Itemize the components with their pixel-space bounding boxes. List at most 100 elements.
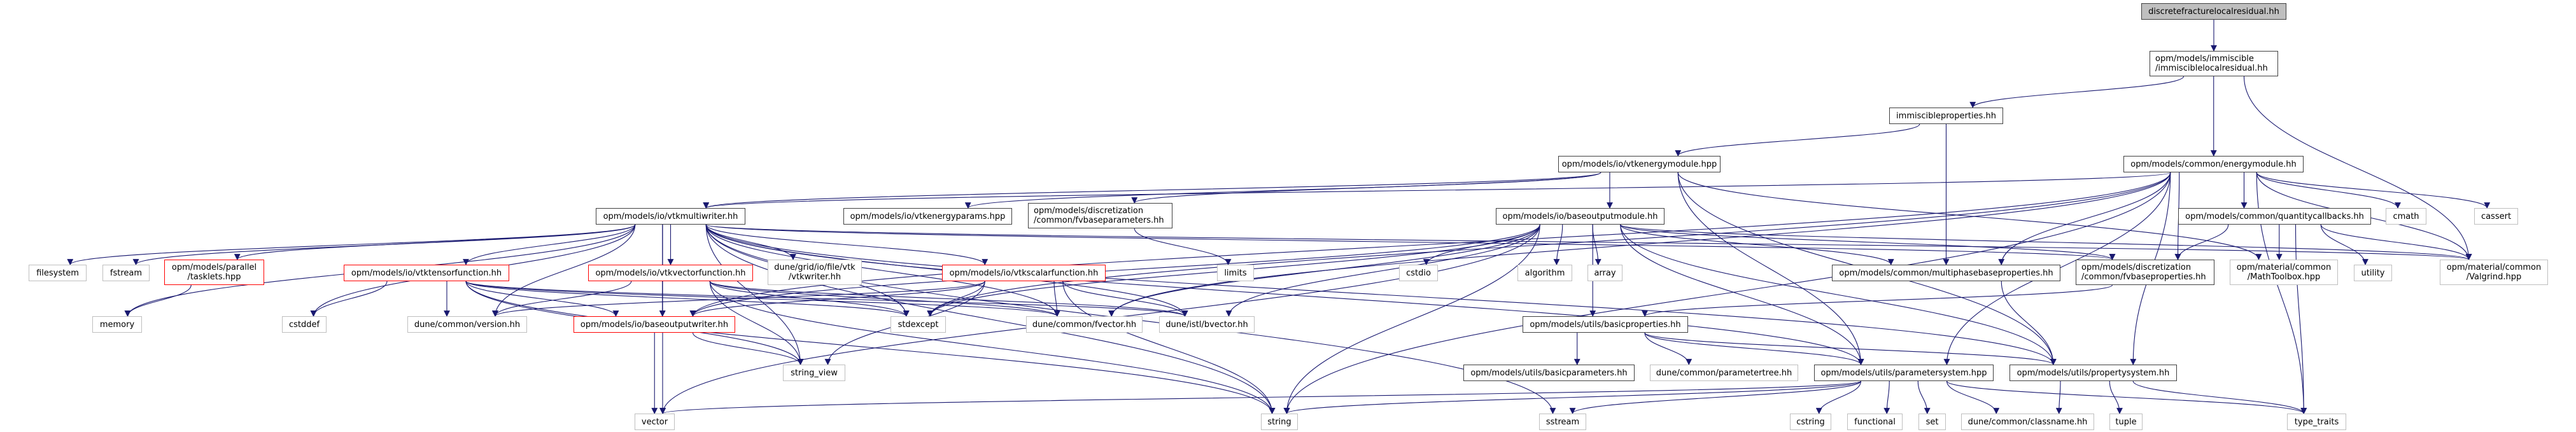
graph-node-dgw[interactable]: dune/grid/io/file/vtk /vtkwriter.hh	[768, 260, 862, 285]
graph-node-ip[interactable]: immiscibleproperties.hh	[1889, 108, 2003, 124]
graph-node-vector[interactable]: vector	[635, 414, 675, 430]
graph-node-set[interactable]: set	[1918, 414, 1946, 430]
edge-vmw-to-string_view	[705, 224, 804, 365]
graph-node-bom[interactable]: opm/models/io/baseoutputmodule.hh	[1496, 208, 1665, 225]
edge-vvf-to-version	[492, 281, 632, 317]
edge-em-to-cassert	[2256, 172, 2491, 209]
graph-node-sstream[interactable]: sstream	[1539, 414, 1586, 430]
edge-ip-to-vem	[1675, 123, 1920, 157]
edge-bom-to-fvector	[1108, 224, 1540, 317]
graph-node-cassert[interactable]: cassert	[2474, 208, 2518, 225]
graph-node-mtb[interactable]: opm/material/common /MathToolbox.hpp	[2230, 260, 2338, 285]
graph-node-fs[interactable]: filesystem	[29, 265, 87, 281]
edge-tasklets-to-memory	[124, 284, 192, 317]
graph-node-version[interactable]: dune/common/version.hh	[407, 316, 527, 333]
edge-vmw-to-psys	[705, 224, 1864, 365]
graph-node-string[interactable]: string	[1261, 414, 1298, 430]
edge-em-to-string	[1283, 172, 2171, 414]
graph-node-qc[interactable]: opm/models/common/quantitycallbacks.hh	[2178, 208, 2371, 225]
edge-vvf-to-fvector	[709, 281, 1060, 317]
graph-node-utility[interactable]: utility	[2354, 265, 2392, 281]
edge-em-to-bow	[689, 172, 2171, 317]
edge-vtf-to-fvector	[465, 281, 1060, 317]
edge-vmw-to-string	[705, 224, 1276, 414]
graph-node-vem[interactable]: opm/models/io/vtkenergymodule.hpp	[1558, 156, 1721, 172]
graph-node-fvector[interactable]: dune/common/fvector.hh	[1026, 316, 1143, 333]
graph-node-string-view[interactable]: string_view	[783, 365, 845, 381]
graph-node-em[interactable]: opm/models/common/energymodule.hh	[2123, 156, 2304, 172]
edge-vsf-to-string	[1062, 281, 1276, 414]
graph-node-bparams[interactable]: opm/models/utils/basicparameters.hh	[1463, 365, 1635, 381]
edge-mpbp-to-propsys	[2001, 281, 2057, 365]
graph-node-array[interactable]: array	[1587, 265, 1622, 281]
graph-node-bvector[interactable]: dune/istl/bvector.hh	[1159, 316, 1255, 333]
edge-vmw-to-vsf	[705, 224, 989, 265]
graph-node-type-traits[interactable]: type_traits	[2287, 414, 2346, 430]
graph-node-stdexcept[interactable]: stdexcept	[890, 316, 946, 333]
graph-node-ilr[interactable]: opm/models/immiscible /immisciblelocalre…	[2150, 51, 2278, 76]
graph-node-vmw[interactable]: opm/models/io/vtkmultiwriter.hh	[596, 208, 745, 225]
graph-node-limits[interactable]: limits	[1217, 265, 1254, 281]
edge-psys-to-string	[1283, 380, 1862, 414]
edge-vem-to-vmw	[703, 172, 1601, 209]
edge-vvf-to-stdexcept	[709, 281, 910, 317]
edge-vsf-to-bvector	[1062, 281, 1188, 317]
graph-node-tuple[interactable]: tuple	[2109, 414, 2143, 430]
graph-node-valgrind[interactable]: opm/material/common /Valgrind.hpp	[2440, 260, 2548, 285]
graph-node-ptree[interactable]: dune/common/parametertree.hh	[1650, 365, 1798, 381]
graph-node-mpbp[interactable]: opm/models/common/multiphasebaseproperti…	[1832, 265, 2060, 281]
edge-vmw-to-vtf	[463, 224, 636, 265]
edge-vtf-to-bvector	[465, 281, 1188, 317]
edge-bom-to-propsys	[1620, 224, 2057, 365]
edge-em-to-mpbp	[1998, 172, 2171, 265]
edge-vmw-to-fvector	[705, 224, 1060, 317]
graph-node-fstream[interactable]: fstream	[102, 265, 150, 281]
edge-ilr-to-valgrind	[2243, 76, 2472, 260]
edge-bom-to-mpbp	[1620, 224, 1894, 265]
edge-ilr-to-ip	[1969, 76, 2185, 108]
graph-node-functional[interactable]: functional	[1847, 414, 1903, 430]
graph-node-algorithm[interactable]: algorithm	[1517, 265, 1572, 281]
graph-node-memory[interactable]: memory	[92, 316, 142, 333]
edge-vvf-to-string_view	[709, 281, 804, 365]
graph-node-cstdio[interactable]: cstdio	[1399, 265, 1438, 281]
edge-qc-to-valgrind	[2320, 224, 2472, 260]
graph-node-vvf[interactable]: opm/models/io/vtkvectorfunction.hh	[588, 265, 753, 281]
graph-node-psys[interactable]: opm/models/utils/parametersystem.hpp	[1814, 365, 1994, 381]
edge-bom-to-algorithm	[1553, 224, 1563, 265]
edge-psys-to-sstream	[1569, 380, 1862, 414]
graph-node-fbprop[interactable]: opm/models/discretization /common/fvbase…	[2076, 260, 2214, 285]
edge-bom-to-fbprop	[1620, 224, 2116, 260]
edge-psys-to-functional	[1883, 380, 1890, 414]
edge-vmw-to-tasklets	[234, 224, 636, 260]
graph-node-root: discretefracturelocalresidual.hh	[2141, 3, 2286, 20]
edge-fbpar-to-limits	[1134, 228, 1232, 265]
graph-node-classname[interactable]: dune/common/classname.hh	[1961, 414, 2094, 430]
graph-node-cstddef[interactable]: cstddef	[282, 316, 327, 333]
edge-bow-to-string_view	[692, 332, 804, 365]
edge-vmw-to-propsys	[705, 224, 2057, 365]
graph-node-propsys[interactable]: opm/models/utils/propertysystem.hh	[2009, 365, 2177, 381]
graph-node-bprops[interactable]: opm/models/utils/basicproperties.hh	[1523, 316, 1688, 333]
edge-vsf-to-version	[492, 281, 985, 317]
graph-node-bow[interactable]: opm/models/io/baseoutputwriter.hh	[574, 316, 735, 333]
edge-vvf-to-bvector	[709, 281, 1188, 317]
edge-qc-to-type_traits	[2295, 224, 2307, 414]
graph-node-vsf[interactable]: opm/models/io/vtkscalarfunction.hh	[942, 265, 1106, 281]
graph-node-tasklets[interactable]: opm/models/parallel /tasklets.hpp	[164, 260, 264, 285]
edge-vsf-to-stdexcept	[927, 281, 985, 317]
graph-node-cmath[interactable]: cmath	[2386, 208, 2426, 225]
edge-bprops-to-propsys	[1644, 332, 2057, 365]
graph-node-vep[interactable]: opm/models/io/vtkenergyparams.hpp	[843, 208, 1012, 225]
edge-psys-to-classname	[1946, 380, 2000, 414]
edge-vtf-to-stdexcept	[465, 281, 910, 317]
edge-bom-to-valgrind	[1620, 224, 2472, 260]
graph-node-vtf[interactable]: opm/models/io/vtktensorfunction.hh	[344, 265, 509, 281]
edge-psys-to-type_traits	[1946, 380, 2307, 414]
edge-vem-to-fbpar	[1131, 172, 1601, 204]
edge-vtf-to-bow	[465, 281, 619, 317]
graph-node-cstring[interactable]: cstring	[1790, 414, 1831, 430]
edge-vsf-to-fvector	[1053, 281, 1060, 317]
graph-node-fbpar[interactable]: opm/models/discretization /common/fvbase…	[1028, 203, 1172, 228]
